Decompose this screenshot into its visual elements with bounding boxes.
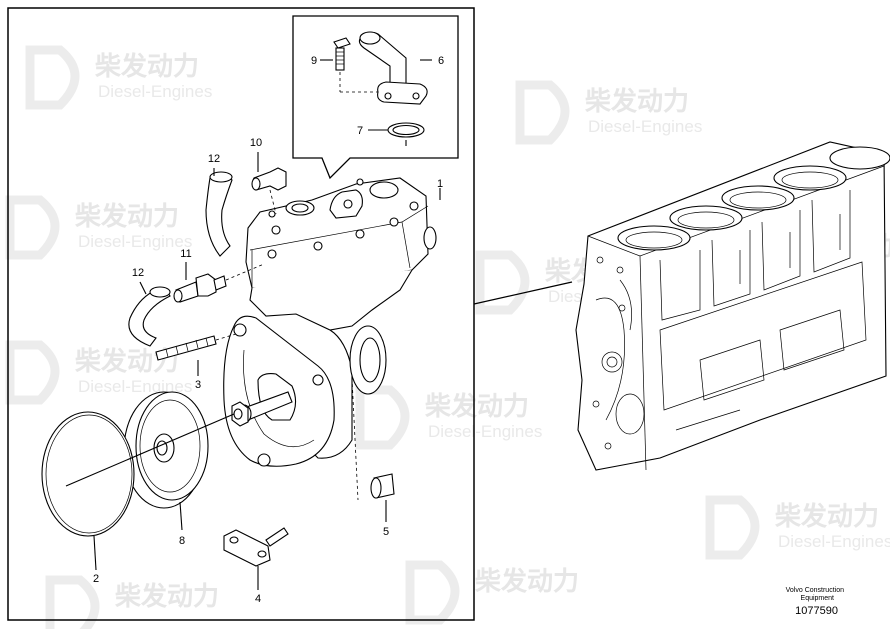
air-compressor-part-1 bbox=[223, 177, 437, 501]
callout-12-upper: 12 bbox=[208, 153, 220, 165]
watermark-brand-cn: 柴发动力 bbox=[474, 566, 579, 597]
callout-12-lower: 12 bbox=[132, 267, 144, 279]
watermark-brand-cn: 柴发动力 bbox=[114, 581, 219, 612]
reference-number: 1077590 bbox=[795, 605, 838, 617]
watermark-brand-cn: 柴发动力 bbox=[74, 201, 179, 232]
callout-11: 11 bbox=[180, 248, 191, 260]
elbow-fitting-part-10 bbox=[251, 152, 287, 215]
watermark-brand-cn: 柴发动力 bbox=[424, 391, 529, 422]
hose-part-12-upper bbox=[205, 168, 233, 257]
watermark-brand-en: Diesel-Engines bbox=[588, 117, 702, 136]
reference-block: Volvo Construction Equipment 1077590 bbox=[786, 587, 844, 617]
callout-7: 7 bbox=[357, 125, 363, 137]
engine-block bbox=[575, 141, 890, 471]
callout-9: 9 bbox=[311, 55, 317, 67]
watermark-brand-en: Diesel-Engines bbox=[428, 422, 542, 441]
reference-line-2: Equipment bbox=[801, 595, 835, 602]
watermark-brand-cn: 柴发动力 bbox=[94, 51, 199, 82]
axis-line bbox=[65, 413, 235, 487]
watermark-brand-en: Diesel-Engines bbox=[98, 82, 212, 101]
stud-part-3 bbox=[155, 333, 237, 376]
callout-6: 6 bbox=[438, 55, 444, 67]
watermark-brand-en: Diesel-Engines bbox=[778, 532, 890, 551]
callout-2: 2 bbox=[93, 573, 99, 585]
o-ring-part-7 bbox=[387, 122, 425, 146]
watermark-brand-en: Diesel-Engines bbox=[78, 377, 192, 396]
watermark-brand-cn: 柴发动力 bbox=[584, 86, 689, 117]
callout-4: 4 bbox=[255, 593, 261, 605]
callout-1: 1 bbox=[437, 178, 443, 190]
callout-10: 10 bbox=[250, 137, 262, 149]
o-ring-part-2 bbox=[41, 411, 135, 571]
bolt-part-9 bbox=[333, 37, 378, 93]
elbow-pipe-part-6 bbox=[358, 31, 428, 105]
frame-connector-line bbox=[473, 281, 573, 305]
gear-part-8 bbox=[123, 391, 209, 531]
callout-3: 3 bbox=[195, 379, 201, 391]
diagram-frame bbox=[7, 7, 475, 621]
detail-inset bbox=[292, 15, 459, 180]
reference-line-1: Volvo Construction bbox=[786, 587, 844, 594]
bracket-part-4 bbox=[223, 527, 289, 590]
watermark-brand-cn: 柴发动力 bbox=[774, 501, 879, 532]
hose-part-12-lower bbox=[128, 281, 171, 347]
callout-5: 5 bbox=[383, 526, 389, 538]
connector-part-11 bbox=[173, 262, 265, 303]
callout-8: 8 bbox=[179, 535, 185, 547]
bushing-part-5 bbox=[370, 473, 395, 522]
watermark-brand-en: Diesel-Engines bbox=[78, 232, 192, 251]
